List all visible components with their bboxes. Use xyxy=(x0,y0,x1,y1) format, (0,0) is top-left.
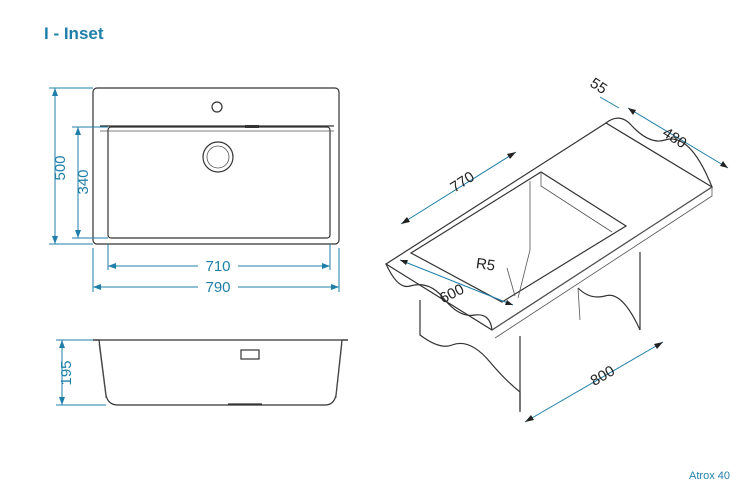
dim-195: 195 xyxy=(58,360,75,385)
top-view-horizontal-dims: 710 790 xyxy=(92,244,340,296)
drain-icon xyxy=(202,141,234,173)
side-view xyxy=(93,339,348,406)
iso-dims: 770 55 480 600 R5 800 xyxy=(399,75,729,423)
section-title: I - Inset xyxy=(44,24,104,43)
dim-340: 340 xyxy=(75,169,92,194)
dim-55: 55 xyxy=(587,75,610,98)
dim-790: 790 xyxy=(205,279,230,296)
tap-hole-icon xyxy=(211,101,223,113)
top-view xyxy=(92,87,340,245)
side-view-dims: 195 xyxy=(56,339,106,406)
model-name: Atrox 40 xyxy=(689,470,730,482)
dim-r5: R5 xyxy=(475,255,496,275)
dim-480: 480 xyxy=(659,124,689,152)
top-view-vertical-dims: 500 340 xyxy=(49,87,108,245)
iso-view xyxy=(384,117,714,412)
dim-710: 710 xyxy=(205,258,230,275)
dim-800: 800 xyxy=(588,362,618,389)
dim-500: 500 xyxy=(52,155,69,180)
